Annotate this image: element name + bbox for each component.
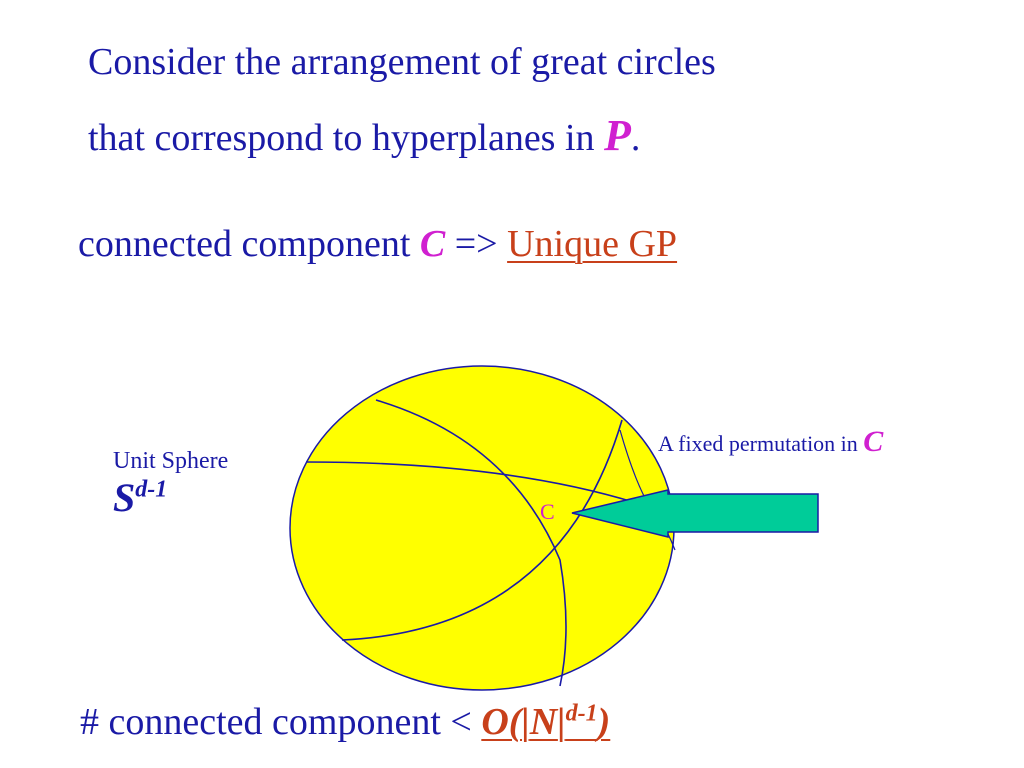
great-circle-arc-2	[375, 399, 567, 687]
big-o-bar: |	[557, 701, 566, 743]
title-line-2-text: that correspond to hyperplanes in	[88, 117, 605, 159]
title-line-1: Consider the arrangement of great circle…	[88, 41, 716, 83]
component-count-text: # connected component <	[80, 701, 482, 743]
region-c-label: C	[540, 499, 555, 524]
set-p-symbol: P	[604, 111, 631, 160]
fixed-permutation-arrow	[571, 489, 819, 538]
implies-arrow: =>	[445, 223, 508, 265]
big-o-n: N	[529, 701, 558, 743]
big-o-close: )	[597, 701, 611, 743]
fixed-permutation-text: A fixed permutation in	[658, 431, 864, 456]
connected-component-text: connected component	[78, 223, 420, 265]
big-o-bound[interactable]: O(|N|d-1)	[481, 700, 611, 743]
unit-sphere-ellipse	[289, 365, 675, 691]
title-line-2-period: .	[630, 117, 641, 159]
sphere-exponent: d-1	[135, 476, 168, 503]
unit-sphere-label: Unit Sphere	[113, 448, 229, 474]
title-line-2: that correspond to hyperplanes in P.	[88, 110, 640, 161]
fixed-permutation-label: A fixed permutation in C	[658, 425, 883, 459]
component-count-line: # connected component < O(|N|d-1)	[80, 700, 610, 744]
fixed-permutation-c-symbol: C	[863, 425, 884, 458]
sphere-symbol: Sd-1	[113, 474, 167, 521]
great-circle-arc-3	[341, 419, 623, 641]
connected-component-line: connected component C => Unique GP	[78, 222, 677, 266]
big-o-exponent: d-1	[565, 700, 598, 727]
unique-gp-link[interactable]: Unique GP	[507, 223, 678, 265]
component-c-symbol: C	[419, 223, 446, 265]
big-o-open: O(|	[481, 701, 530, 743]
sphere-s-letter: S	[113, 475, 136, 520]
